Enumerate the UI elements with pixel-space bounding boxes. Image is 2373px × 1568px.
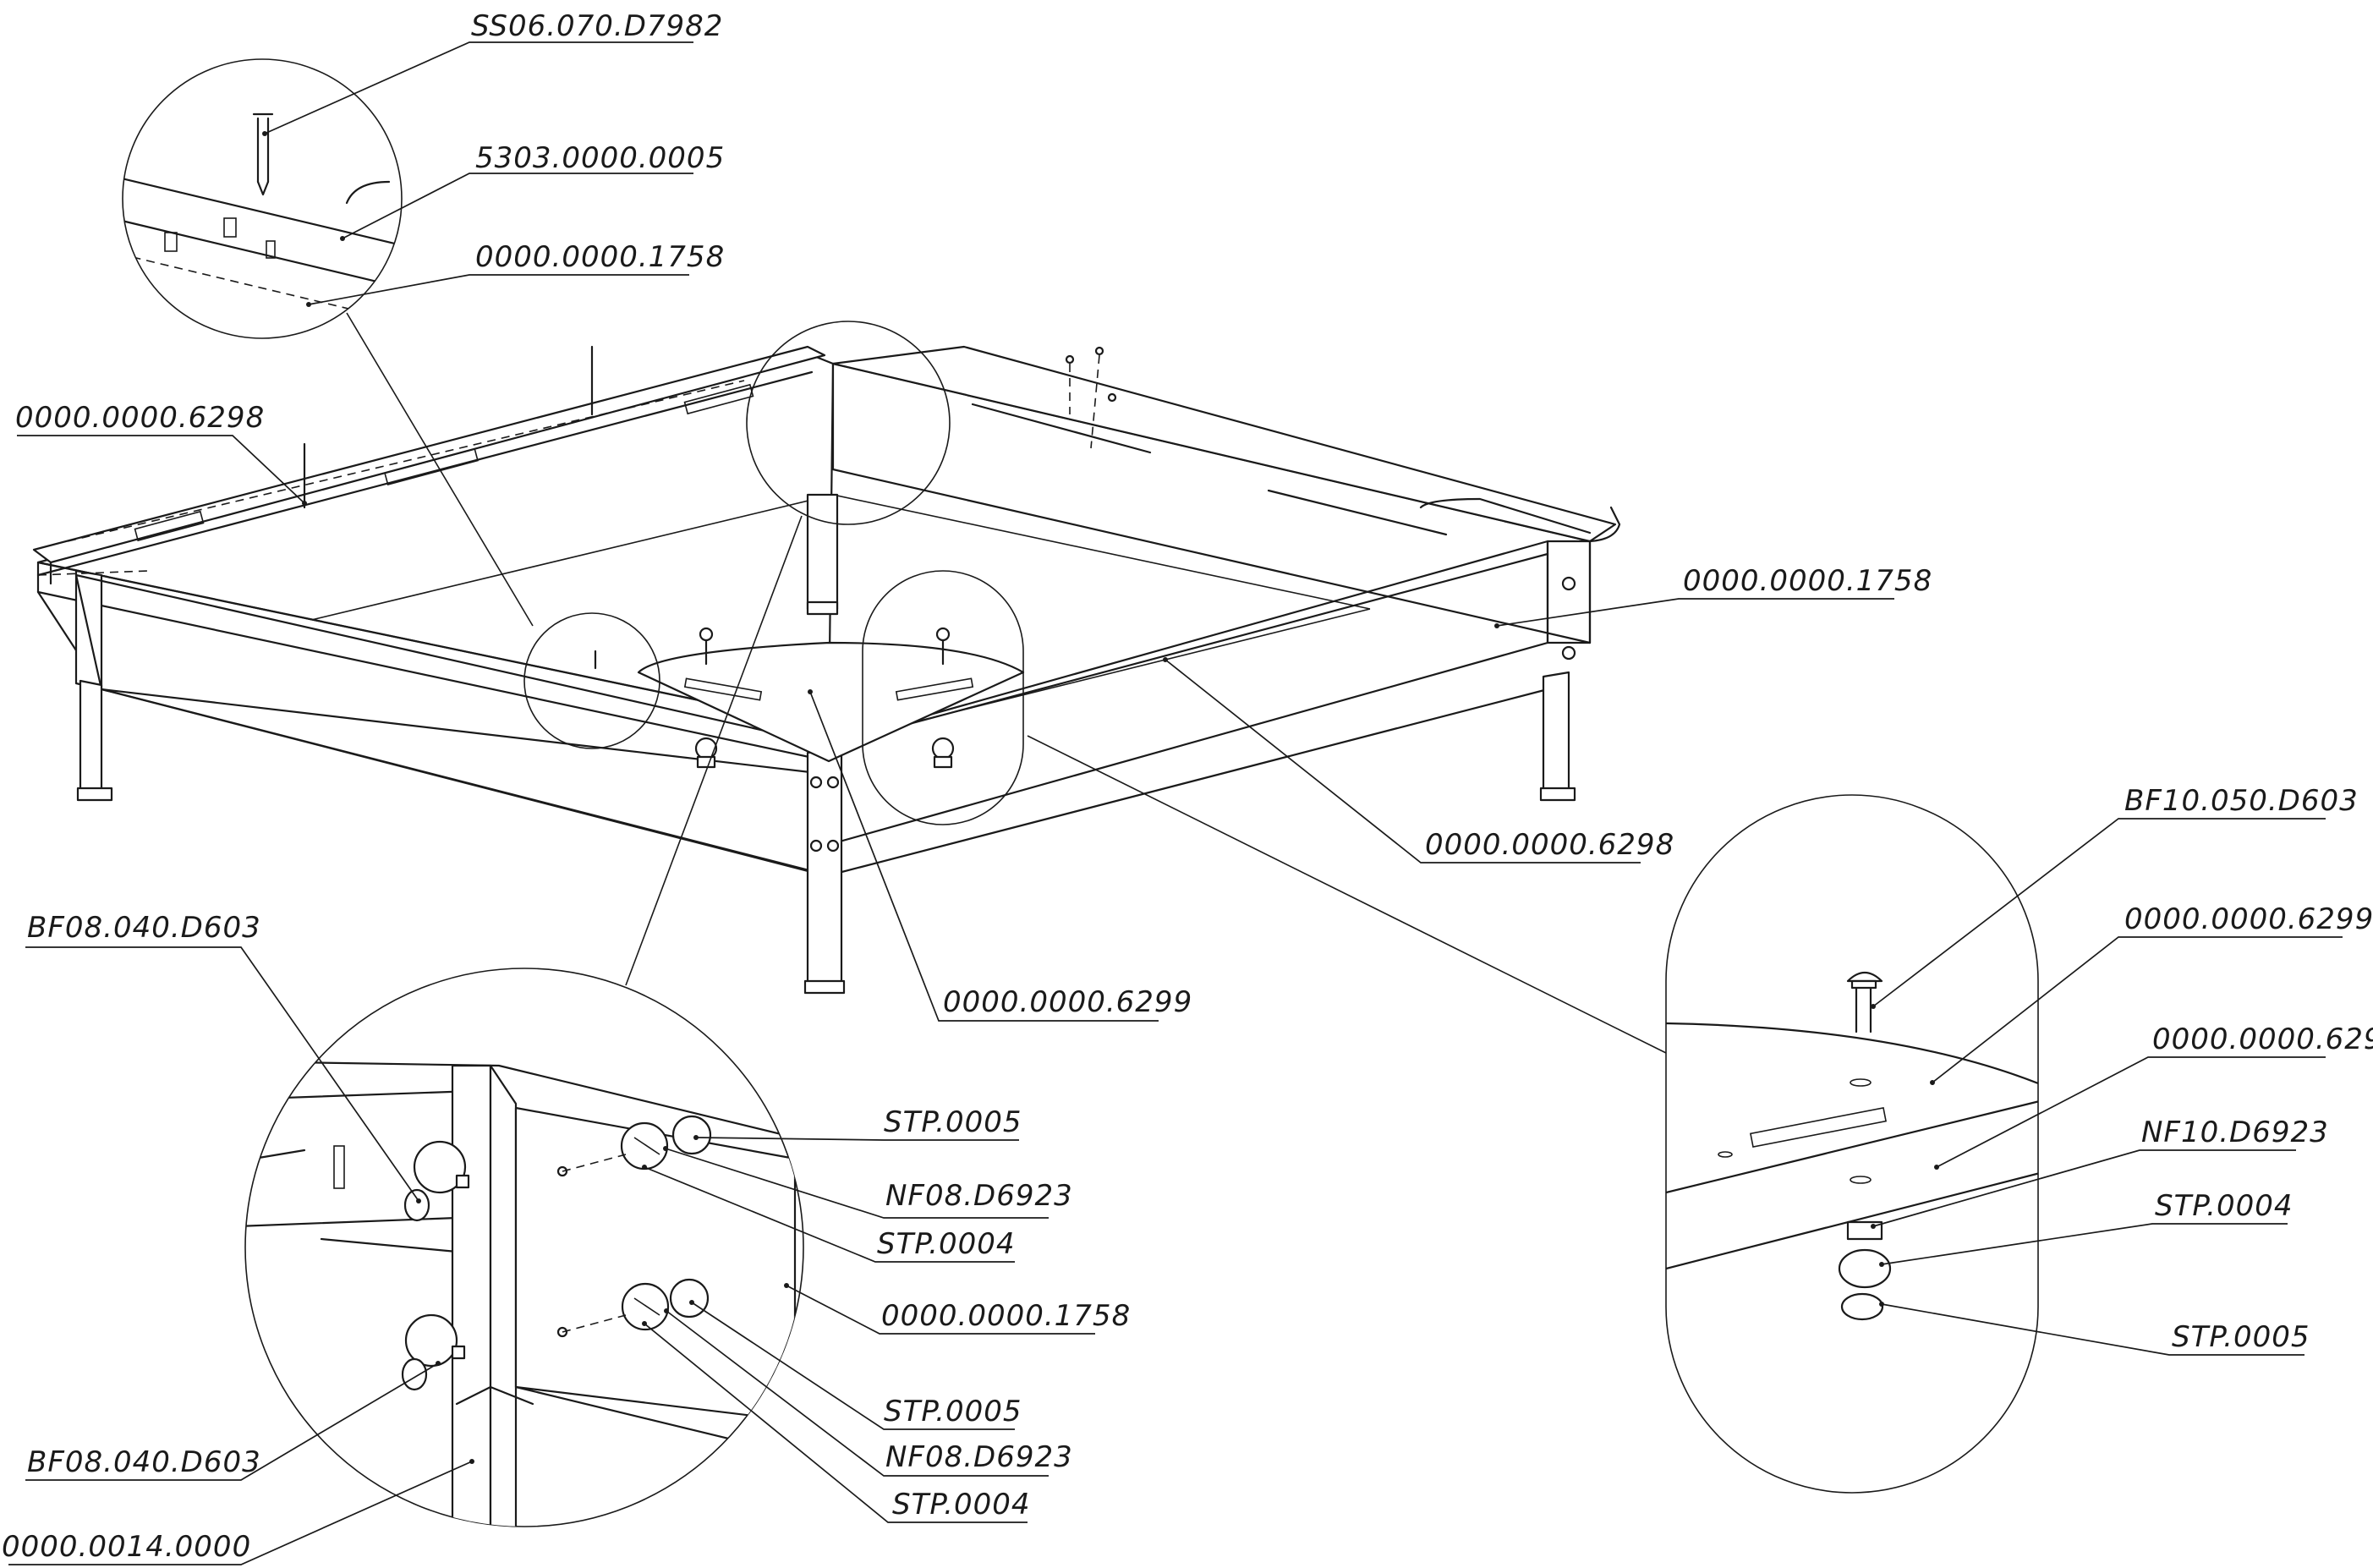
detail-pin-view <box>122 58 403 339</box>
callout-leg-0014: 0000.0014.0000 <box>2 1530 251 1564</box>
main-assembly-view <box>32 312 1667 1275</box>
callout-stp0005-c: STP.0005 <box>2172 1320 2310 1354</box>
callout-stp0004-a: STP.0004 <box>877 1227 1016 1261</box>
corner-cap-upper <box>620 1115 712 1171</box>
callout-strip-1758-top: 0000.0000.1758 <box>475 240 725 274</box>
callout-rail-6298-right: 0000.0000.6298 <box>1425 828 1674 862</box>
callouts: SS06.070.D7982 5303.0000.0005 0000.0000.… <box>2 9 2373 1565</box>
plate-bolt <box>1846 971 1883 1033</box>
main-bolt-right <box>931 737 955 769</box>
callout-base-6299: 0000.0000.6299 <box>943 985 1192 1019</box>
main-bolt-left <box>694 737 718 769</box>
callout-ss06-pin: SS06.070.D7982 <box>471 9 723 43</box>
corner-bolt-upper <box>403 1140 470 1222</box>
callout-rail-6298-left: 0000.0000.6298 <box>15 401 265 435</box>
callout-panel-1758-right: 0000.0000.1758 <box>1683 564 1932 598</box>
callout-stp0004-c: STP.0004 <box>2155 1189 2294 1223</box>
callout-stp0004-b: STP.0004 <box>892 1488 1031 1521</box>
callout-nf08-b: NF08.D6923 <box>885 1440 1073 1474</box>
callout-bf08-bottom: BF08.040.D603 <box>27 1445 261 1479</box>
plate-nut-stack <box>1838 1220 1892 1321</box>
callout-panel-1758-detail: 0000.0000.1758 <box>881 1299 1131 1333</box>
callout-bf08-top: BF08.040.D603 <box>27 911 261 945</box>
callout-stp0005-a: STP.0005 <box>884 1105 1022 1139</box>
detail-corner-view <box>244 968 804 1527</box>
callout-stp0005-b: STP.0005 <box>884 1395 1022 1428</box>
corner-bolt-lower <box>401 1313 466 1391</box>
callout-rail-5303: 5303.0000.0005 <box>475 141 725 175</box>
callout-bf10: BF10.050.D603 <box>2124 784 2359 818</box>
callout-rail-6298-detail: 0000.0000.6298 <box>2152 1022 2373 1056</box>
detail-pin-nail <box>252 112 274 196</box>
callout-nf10: NF10.D6923 <box>2141 1116 2329 1149</box>
detail-plate-view <box>1665 794 2039 1494</box>
callout-plate-6299-detail: 0000.0000.6299 <box>2124 902 2373 936</box>
callout-nf08-a: NF08.D6923 <box>885 1179 1073 1213</box>
